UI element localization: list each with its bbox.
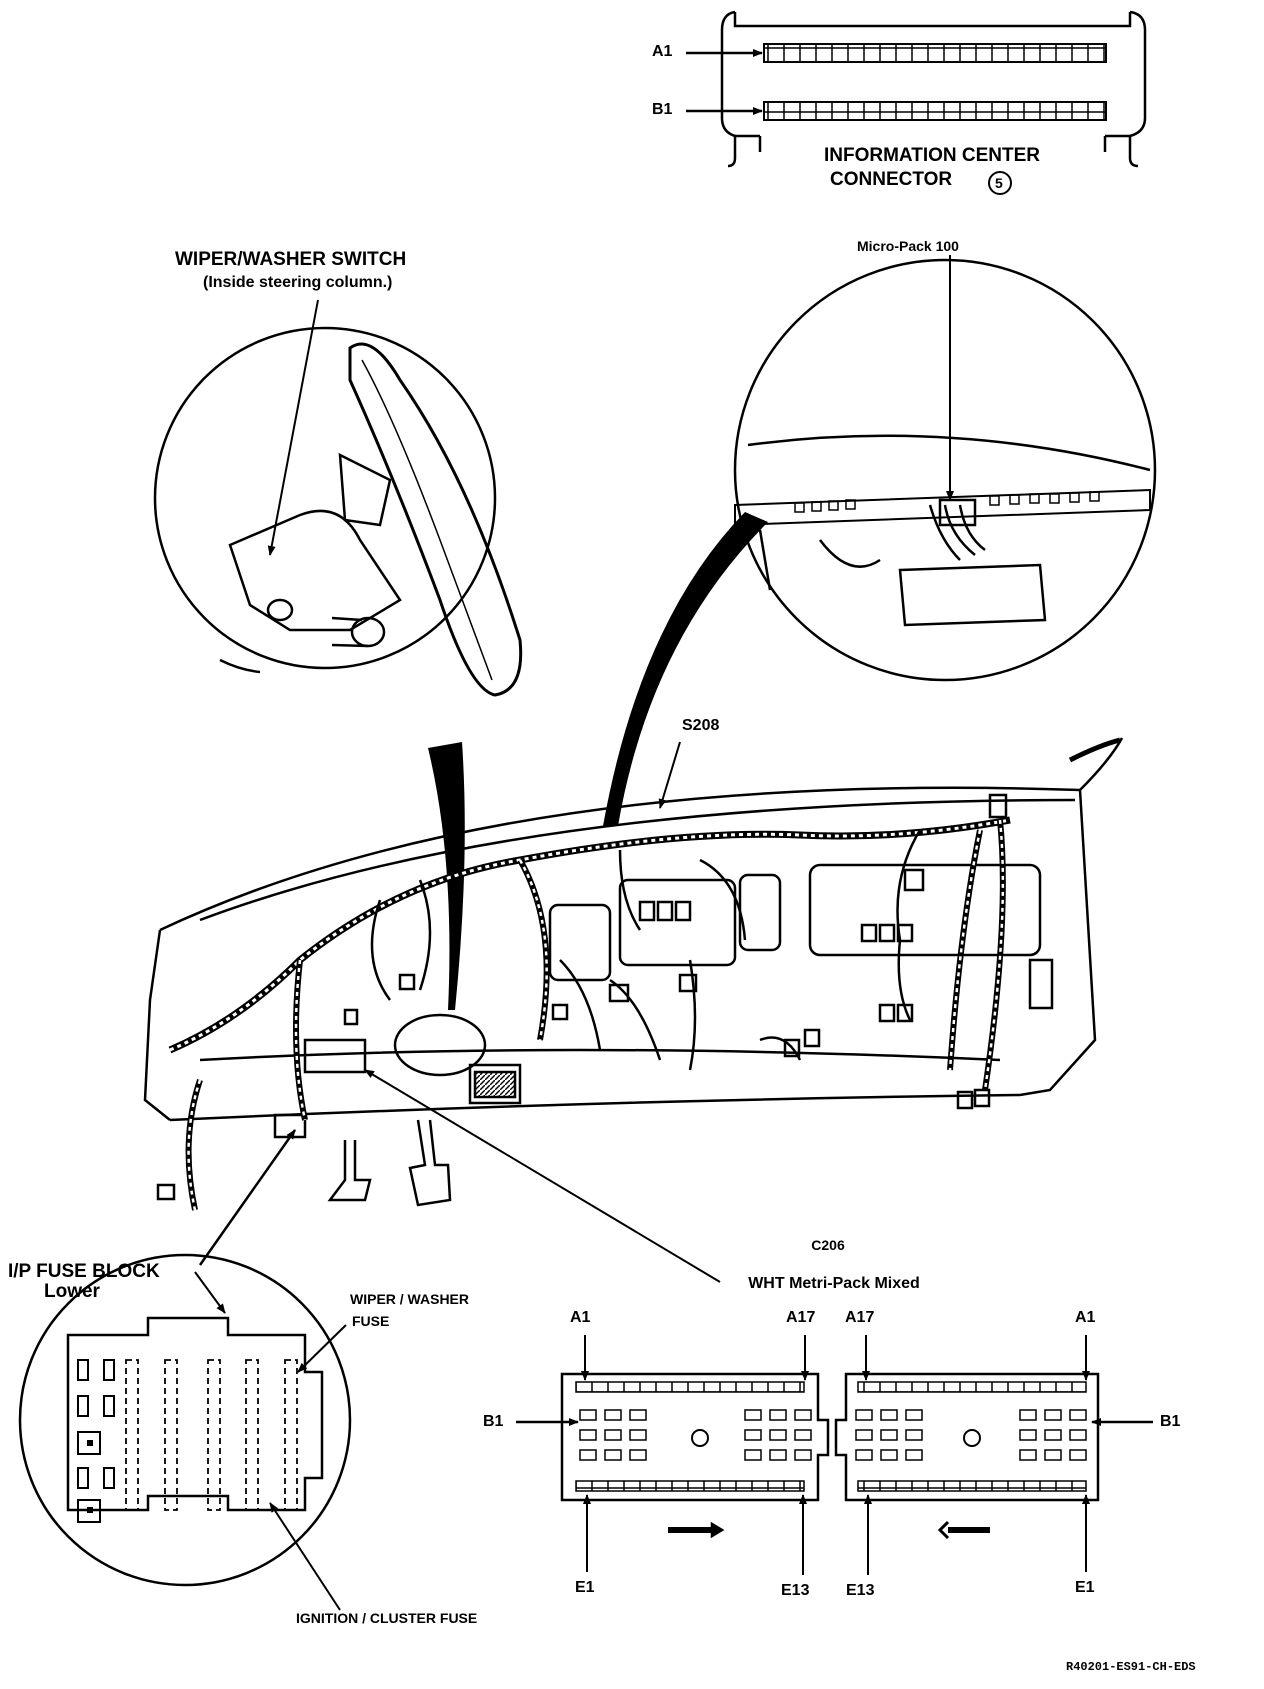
wiper-fuse-label-line2: FUSE: [352, 1313, 390, 1329]
wiper-switch-title: WIPER/WASHER SWITCH: [175, 249, 407, 270]
c206-left-pin-b1: B1: [483, 1413, 504, 1430]
c206-left-pin-e1: E1: [575, 1579, 595, 1596]
c206-right-pin-b1: B1: [1160, 1413, 1181, 1430]
fuse-block-subtitle: Lower: [44, 1281, 100, 1302]
fuse-block-title: I/P FUSE BLOCK: [8, 1261, 160, 1282]
micro-pack-label: Micro-Pack 100: [857, 238, 959, 254]
c206-right-pin-e13: E13: [846, 1582, 875, 1599]
info-center-title-line2: CONNECTOR: [830, 169, 953, 190]
detail-leader-right: [603, 512, 768, 826]
c206-left-pin-e13: E13: [781, 1582, 810, 1599]
c206-right-pin-a17: A17: [845, 1309, 875, 1326]
wiper-switch-note: (Inside steering column.): [203, 274, 393, 291]
c206-right-pin-e1: E1: [1075, 1579, 1095, 1596]
information-center-connector: [686, 10, 1147, 195]
fuse-block-leader: [198, 1129, 297, 1266]
wiper-switch-detail: [153, 299, 523, 697]
info-center-title: INFORMATION CENTER: [823, 145, 1041, 166]
fuse-block-detail: [18, 1253, 352, 1611]
detail-leader-left: [428, 742, 465, 1010]
c206-name: C206: [811, 1237, 845, 1253]
info-center-badge: 5: [995, 175, 1003, 191]
wiper-fuse-label: WIPER / WASHER: [350, 1291, 470, 1307]
drawing-code: R40201-ES91-CH-EDS: [1066, 1660, 1196, 1674]
ignition-fuse-label: IGNITION / CLUSTER FUSE: [296, 1610, 478, 1626]
c206-left-face: [516, 1335, 830, 1575]
c206-description: WHT Metri-Pack Mixed: [748, 1275, 920, 1292]
micro-pack-detail: [733, 255, 1157, 682]
info-center-pin-b1: B1: [652, 101, 673, 118]
c206-right-face: [834, 1335, 1153, 1575]
c206-left-pin-a17: A17: [786, 1309, 816, 1326]
info-center-pin-a1: A1: [652, 43, 673, 60]
c206-left-pin-a1: A1: [570, 1309, 591, 1326]
c206-leader: [364, 1069, 721, 1283]
instrument-panel: [143, 737, 1124, 1211]
splice-s208-label: S208: [682, 717, 720, 734]
s208-leader: [658, 741, 681, 809]
c206-right-pin-a1: A1: [1075, 1309, 1096, 1326]
